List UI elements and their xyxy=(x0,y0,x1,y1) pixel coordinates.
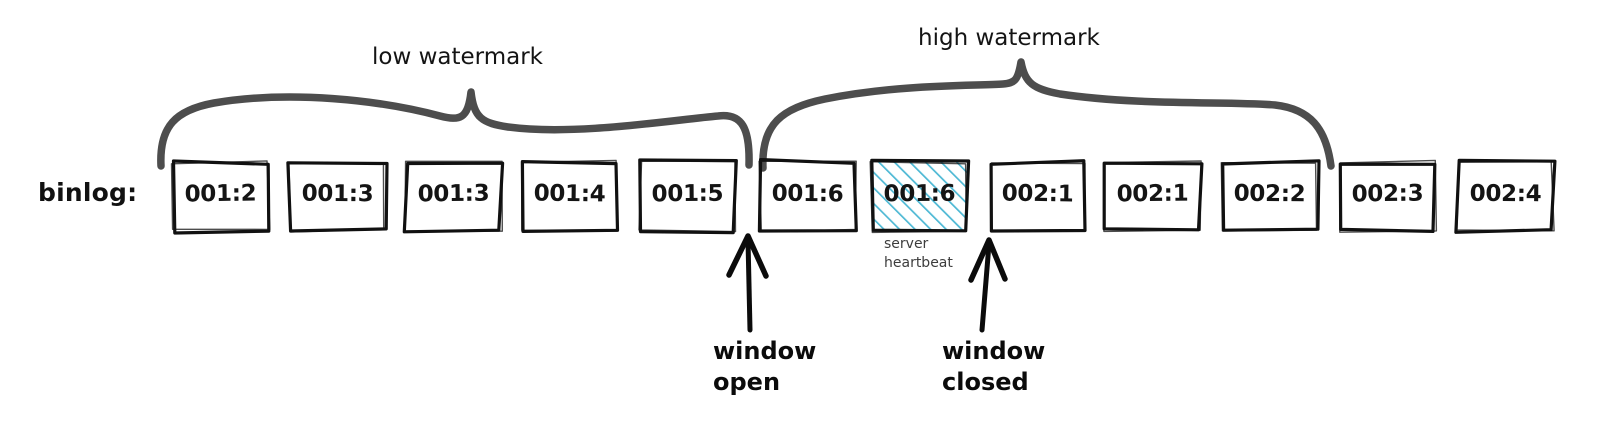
entry-box-outline-sketch xyxy=(170,160,271,231)
binlog-row-label: binlog: xyxy=(38,178,138,207)
low-watermark-label: low watermark xyxy=(372,44,543,70)
binlog-entry-value: 001:3 xyxy=(417,180,490,208)
window-closed-label: window closed xyxy=(942,337,1046,396)
binlog-entry-value: 001:2 xyxy=(184,180,257,208)
binlog-entry-value: 001:6 xyxy=(771,180,844,208)
high-watermark-brace xyxy=(759,58,1335,172)
entry-box-outline xyxy=(1221,159,1321,232)
entry-box-outline-sketch xyxy=(869,161,967,234)
entry-box-outline-sketch xyxy=(1103,160,1202,233)
binlog-entry: 001:5 xyxy=(640,162,736,232)
binlog-entry: 001:6 xyxy=(872,162,967,232)
entry-box-outline xyxy=(757,158,858,233)
binlog-entry-value: 002:1 xyxy=(1116,180,1189,208)
entry-box-outline-sketch xyxy=(404,160,503,232)
low-watermark-brace xyxy=(157,88,753,170)
binlog-entry-value: 002:4 xyxy=(1469,180,1542,208)
entry-box-outline-sketch xyxy=(1220,162,1318,232)
binlog-entry: 001:2 xyxy=(173,161,269,231)
entry-box-outline-sketch xyxy=(1456,161,1555,232)
binlog-entry-value: 001:5 xyxy=(651,180,724,208)
high-watermark-label: high watermark xyxy=(918,25,1100,51)
entry-box-outline-sketch xyxy=(990,162,1086,232)
binlog-entry-value: 001:4 xyxy=(533,180,606,208)
window-open-arrow xyxy=(726,233,769,333)
binlog-entry: 001:6 xyxy=(760,162,856,232)
entry-box-outline-sketch xyxy=(1339,159,1438,233)
binlog-entry: 002:1 xyxy=(1105,162,1201,232)
entry-box-outline-sketch xyxy=(288,162,385,233)
binlog-entry: 002:1 xyxy=(990,161,1086,231)
binlog-entry-value: 002:2 xyxy=(1233,180,1306,208)
entry-box-outline-sketch xyxy=(638,160,737,233)
binlog-entry: 001:3 xyxy=(290,162,386,232)
server-heartbeat-annotation: server heartbeat xyxy=(884,236,953,271)
entry-box-highlight-fill xyxy=(871,160,969,231)
entry-box-outline-sketch xyxy=(520,159,618,232)
binlog-entry: 002:3 xyxy=(1340,161,1436,231)
binlog-entry: 002:2 xyxy=(1222,162,1318,232)
binlog-entry-value: 001:6 xyxy=(883,180,956,208)
binlog-entry: 001:3 xyxy=(406,162,502,232)
entry-box-outline-sketch xyxy=(758,160,857,233)
window-open-label: window open xyxy=(713,337,817,396)
binlog-entry: 002:4 xyxy=(1458,162,1553,232)
binlog-entry-value: 001:3 xyxy=(301,180,374,208)
binlog-entry-value: 002:3 xyxy=(1351,180,1424,208)
window-closed-arrow xyxy=(968,237,1008,333)
binlog-entry-value: 002:1 xyxy=(1001,180,1074,208)
entry-box-outline xyxy=(171,159,271,235)
binlog-entry: 001:4 xyxy=(522,161,618,231)
